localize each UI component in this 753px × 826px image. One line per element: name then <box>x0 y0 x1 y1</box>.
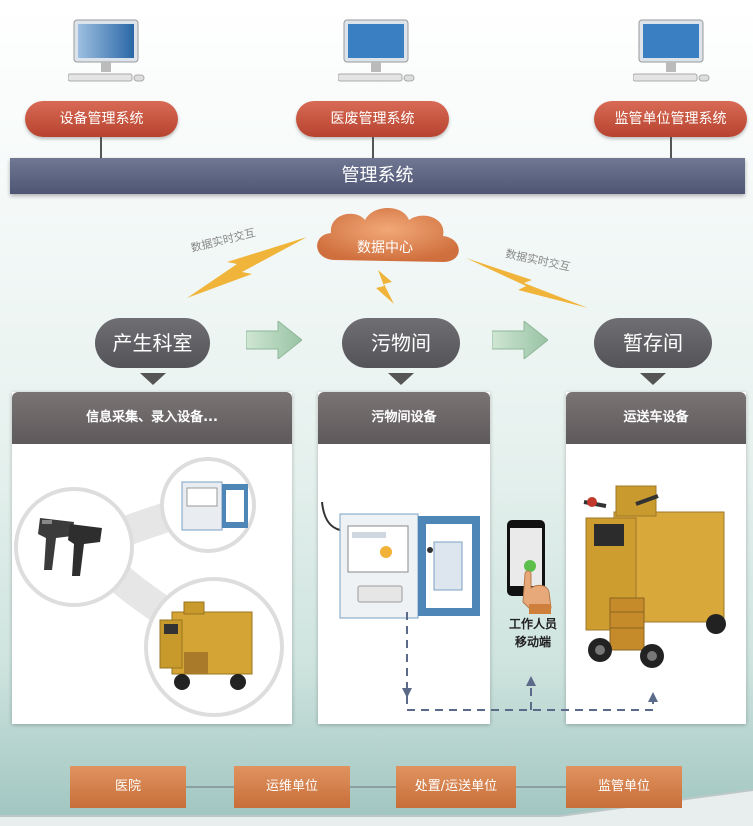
down-pointer-icon <box>640 373 666 385</box>
arrow-head-icon <box>402 688 412 698</box>
cloud-icon <box>317 208 459 262</box>
connector-line <box>100 137 102 158</box>
terminal-icon <box>181 481 248 531</box>
panel-dirty-room-equipment: 污物间设备 <box>318 392 490 724</box>
dashed-flow-lines <box>402 612 658 711</box>
connector-line <box>372 137 374 158</box>
system-pill-medical-waste[interactable]: 医废管理系统 <box>296 101 449 137</box>
flow-arrow-icon <box>492 321 548 359</box>
unit-box-hospital[interactable]: 医院 <box>70 766 186 808</box>
cart-icon <box>159 601 253 690</box>
arrow-head-icon <box>648 692 658 702</box>
unit-box-supervision[interactable]: 监管单位 <box>566 766 682 808</box>
down-pointer-icon <box>388 373 414 385</box>
panel-info-collection: 信息采集、录入设备... <box>12 392 292 724</box>
lightning-bolt-icon <box>466 258 588 308</box>
connector-line <box>670 137 672 158</box>
computer-icon <box>68 19 145 82</box>
mobile-label-line1: 工作人员 <box>508 617 557 631</box>
flow-arrow-icon <box>246 321 302 359</box>
panel-title: 污物间设备 <box>318 392 490 444</box>
data-center-label: 数据中心 <box>357 240 413 256</box>
mobile-phone-icon <box>507 520 552 614</box>
stage-pill-department[interactable]: 产生科室 <box>95 318 210 368</box>
mobile-label-line2: 移动端 <box>514 635 551 649</box>
unit-box-maintenance[interactable]: 运维单位 <box>234 766 350 808</box>
panel-transport-cart-equipment: 运送车设备 <box>566 392 746 724</box>
arrow-head-icon <box>526 676 536 686</box>
transport-cart-illustration <box>583 485 726 668</box>
lightning-bolt-icon <box>376 270 394 304</box>
scanner-icon <box>38 518 102 576</box>
management-system-bar[interactable]: 管理系统 <box>10 158 745 194</box>
system-pill-supervision[interactable]: 监管单位管理系统 <box>594 101 747 137</box>
lightning-bolt-icon <box>187 237 307 298</box>
panel-title: 运送车设备 <box>566 392 746 444</box>
stage-pill-storage-room[interactable]: 暂存间 <box>594 318 712 368</box>
computer-icon <box>338 19 415 82</box>
computer-icon <box>633 19 710 82</box>
unit-box-disposal-transport[interactable]: 处置/运送单位 <box>396 766 516 808</box>
stage-pill-dirty-room[interactable]: 污物间 <box>342 318 460 368</box>
down-pointer-icon <box>140 373 166 385</box>
device-illustration <box>14 457 284 717</box>
waste-terminal-illustration <box>321 502 480 619</box>
panel-title: 信息采集、录入设备... <box>12 392 292 444</box>
system-pill-equipment[interactable]: 设备管理系统 <box>25 101 178 137</box>
